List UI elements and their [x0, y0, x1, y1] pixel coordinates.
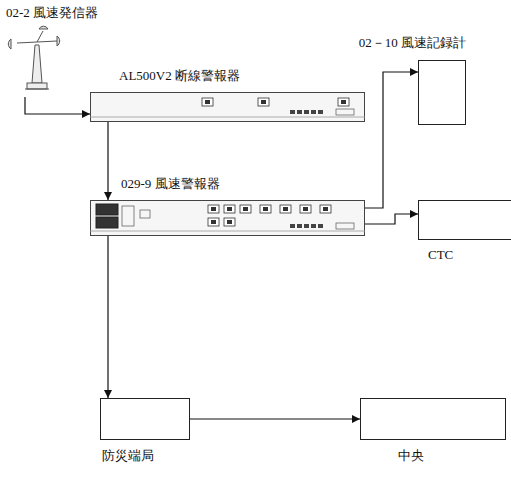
anemometer-node: 02-2 風速発信器 — [5, 5, 80, 97]
ctc-box: CTC — [418, 200, 511, 240]
central-box: 中央 — [360, 398, 506, 440]
node-label: 029-9 風速警報器 — [120, 176, 221, 192]
signal-arrow — [365, 72, 418, 208]
signal-arrow — [365, 214, 418, 224]
wind-alarm-device: 029-9 風速警報器 — [90, 200, 365, 236]
device-illustration — [361, 399, 507, 441]
signal-arrow — [25, 97, 90, 114]
device-illustration — [419, 61, 467, 126]
node-label: 02－10 風速記録計 — [358, 35, 467, 51]
device-illustration — [90, 200, 365, 236]
node-label: CTC — [427, 247, 454, 263]
signal-arrow — [107, 122, 108, 200]
device-illustration — [419, 201, 511, 241]
device-illustration — [101, 399, 191, 441]
node-label: 防災端局 — [101, 448, 155, 464]
signal-arrow — [190, 418, 360, 419]
node-label: 02-2 風速発信器 — [5, 5, 99, 21]
recorder-box: 02－10 風速記録計 — [418, 60, 466, 125]
node-label: AL500V2 断線警報器 — [118, 68, 241, 84]
node-label: 中央 — [397, 448, 425, 464]
signal-arrow — [107, 236, 108, 398]
device-illustration — [90, 92, 365, 122]
alarm-device: AL500V2 断線警報器 — [90, 92, 365, 122]
terminal-box: 防災端局 — [100, 398, 190, 440]
